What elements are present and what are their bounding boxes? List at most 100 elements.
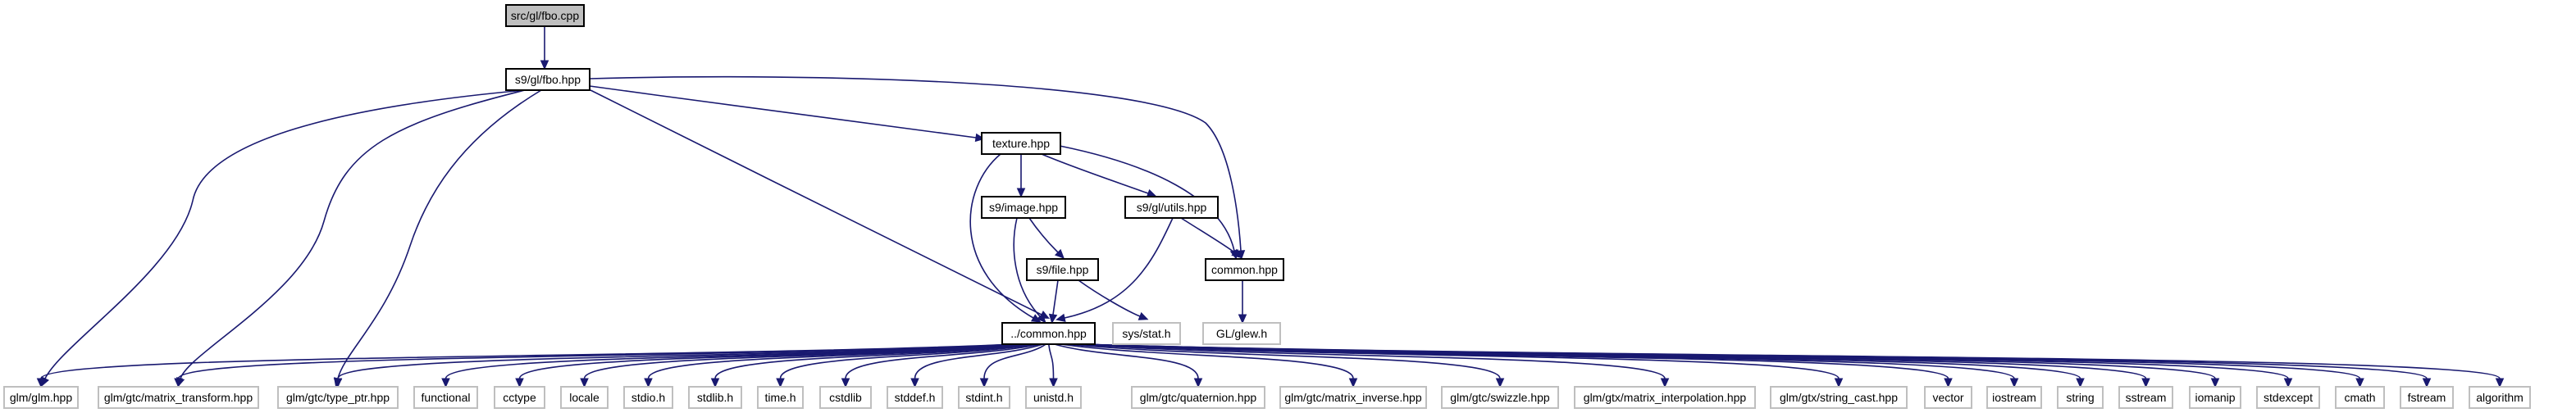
node-label: src/gl/fbo.cpp: [511, 9, 579, 22]
edge-common_hpp-to-algorithm: [1081, 343, 2505, 388]
edge-common_hpp-to-stdlib: [710, 343, 1036, 388]
node-texture-hpp[interactable]: texture.hpp: [981, 132, 1061, 155]
node-box: [2118, 386, 2173, 409]
node-label: s9/file.hpp: [1037, 263, 1089, 276]
arrowhead: [1834, 378, 1844, 388]
node-box: [958, 386, 1010, 409]
node-matrix-inverse[interactable]: glm/gtc/matrix_inverse.hpp: [1279, 386, 1427, 409]
arrowhead: [2355, 378, 2364, 388]
node-stdint[interactable]: stdint.h: [958, 386, 1010, 409]
arrowhead: [910, 378, 919, 388]
arrowhead: [1036, 313, 1046, 324]
node-image-hpp[interactable]: s9/image.hpp: [981, 196, 1066, 219]
node-box: [1112, 322, 1181, 345]
node-cstdlib[interactable]: cstdlib: [819, 386, 872, 409]
node-algorithm[interactable]: algorithm: [2469, 386, 2531, 409]
edge-fbo_hpp-to-type_ptr: [334, 89, 542, 388]
edge-common_hpp-to-matrix_transform: [174, 343, 1016, 388]
node-quaternion[interactable]: glm/gtc/quaternion.hpp: [1131, 386, 1265, 409]
node-string[interactable]: string: [2057, 386, 2104, 409]
edge-common_hpp-to-type_ptr: [333, 343, 1020, 388]
arrowhead: [1016, 188, 1026, 198]
node-string-cast[interactable]: glm/gtx/string_cast.hpp: [1770, 386, 1908, 409]
arrowhead: [1146, 188, 1157, 197]
arrowhead: [710, 378, 720, 388]
node-stdio[interactable]: stdio.h: [623, 386, 673, 409]
node-box: [981, 196, 1066, 219]
node-type-ptr[interactable]: glm/gtc/type_ptr.hpp: [277, 386, 399, 409]
arrowhead: [841, 378, 850, 388]
node-gl-common-hpp[interactable]: common.hpp: [1205, 258, 1284, 281]
arrowhead: [1138, 311, 1149, 320]
arrowhead: [1193, 378, 1203, 388]
arrowhead: [1238, 314, 1247, 324]
edge-utils_hpp-to-gl_common_hpp: [1180, 217, 1242, 259]
node-stdlib[interactable]: stdlib.h: [688, 386, 742, 409]
arrowhead: [2283, 378, 2293, 388]
edge-utils_hpp-to-common_hpp: [1055, 217, 1174, 323]
node-box: [2189, 386, 2241, 409]
node-sstream[interactable]: sstream: [2118, 386, 2173, 409]
node-glm-hpp[interactable]: glm/glm.hpp: [3, 386, 79, 409]
arrowhead: [1660, 378, 1670, 388]
node-utils-hpp[interactable]: s9/gl/utils.hpp: [1124, 196, 1219, 219]
node-box: [1441, 386, 1559, 409]
node-box: [2335, 386, 2385, 409]
edge-common_hpp-to-stdio: [644, 343, 1033, 388]
edge-common_hpp-to-quaternion: [1054, 343, 1203, 388]
node-label: functional: [422, 391, 471, 404]
node-file-hpp[interactable]: s9/file.hpp: [1026, 258, 1099, 281]
node-box: [1986, 386, 2042, 409]
node-label: fstream: [2408, 391, 2446, 404]
node-box: [1279, 386, 1427, 409]
node-cctype[interactable]: cctype: [494, 386, 545, 409]
arrowhead: [979, 378, 989, 388]
node-label: s9/gl/fbo.hpp: [515, 73, 581, 86]
node-label: glm/gtc/matrix_transform.hpp: [104, 391, 253, 404]
node-fstream[interactable]: fstream: [2400, 386, 2454, 409]
node-stdexcept[interactable]: stdexcept: [2256, 386, 2320, 409]
edge-common_hpp-to-cctype: [515, 343, 1028, 388]
node-box: [623, 386, 673, 409]
node-box: [2057, 386, 2104, 409]
node-unistd[interactable]: unistd.h: [1025, 386, 1082, 409]
arrowhead: [1054, 248, 1065, 259]
node-stddef[interactable]: stddef.h: [887, 386, 943, 409]
node-box: [1025, 386, 1082, 409]
node-box: [1205, 258, 1284, 281]
arrowhead: [2210, 378, 2220, 388]
edge-fbo_hpp-to-matrix_transform: [176, 89, 526, 388]
node-box: [3, 386, 79, 409]
edge-common_hpp-to-stdint: [979, 343, 1046, 388]
arrowhead: [1055, 313, 1066, 323]
node-label: glm/glm.hpp: [10, 391, 72, 404]
node-time[interactable]: time.h: [757, 386, 804, 409]
node-label: iostream: [1992, 391, 2036, 404]
arrowhead: [2141, 378, 2150, 388]
node-swizzle[interactable]: glm/gtc/swizzle.hpp: [1441, 386, 1559, 409]
node-box: [1131, 386, 1265, 409]
edge-fbo_hpp-to-texture_hpp: [589, 85, 986, 143]
node-fbo-hpp[interactable]: s9/gl/fbo.hpp: [505, 68, 590, 91]
node-iomanip[interactable]: iomanip: [2189, 386, 2241, 409]
nodes-layer: src/gl/fbo.cpp s9/gl/fbo.hpp texture.hpp s9…: [3, 4, 2531, 409]
edge-common_hpp-to-unistd: [1047, 343, 1058, 388]
arrowhead: [644, 378, 653, 388]
node-label: cstdlib: [829, 391, 862, 404]
edge-fbo_cpp-to-fbo_hpp: [540, 26, 549, 70]
node-cmath[interactable]: cmath: [2335, 386, 2385, 409]
node-sys-stat[interactable]: sys/stat.h: [1112, 322, 1181, 345]
node-functional[interactable]: functional: [413, 386, 478, 409]
node-locale[interactable]: locale: [560, 386, 609, 409]
node-vector[interactable]: vector: [1924, 386, 1972, 409]
edge-common_hpp-to-time: [776, 343, 1038, 388]
node-matrix-transform[interactable]: glm/gtc/matrix_transform.hpp: [98, 386, 259, 409]
node-box: [887, 386, 943, 409]
node-iostream[interactable]: iostream: [1986, 386, 2042, 409]
node-glew[interactable]: GL/glew.h: [1202, 322, 1281, 345]
node-box: [494, 386, 545, 409]
node-fbo-cpp[interactable]: src/gl/fbo.cpp: [505, 4, 585, 27]
node-common-hpp[interactable]: ../common.hpp: [1001, 322, 1096, 345]
node-matrix-interpolation[interactable]: glm/gtx/matrix_interpolation.hpp: [1574, 386, 1756, 409]
node-box: [1770, 386, 1908, 409]
